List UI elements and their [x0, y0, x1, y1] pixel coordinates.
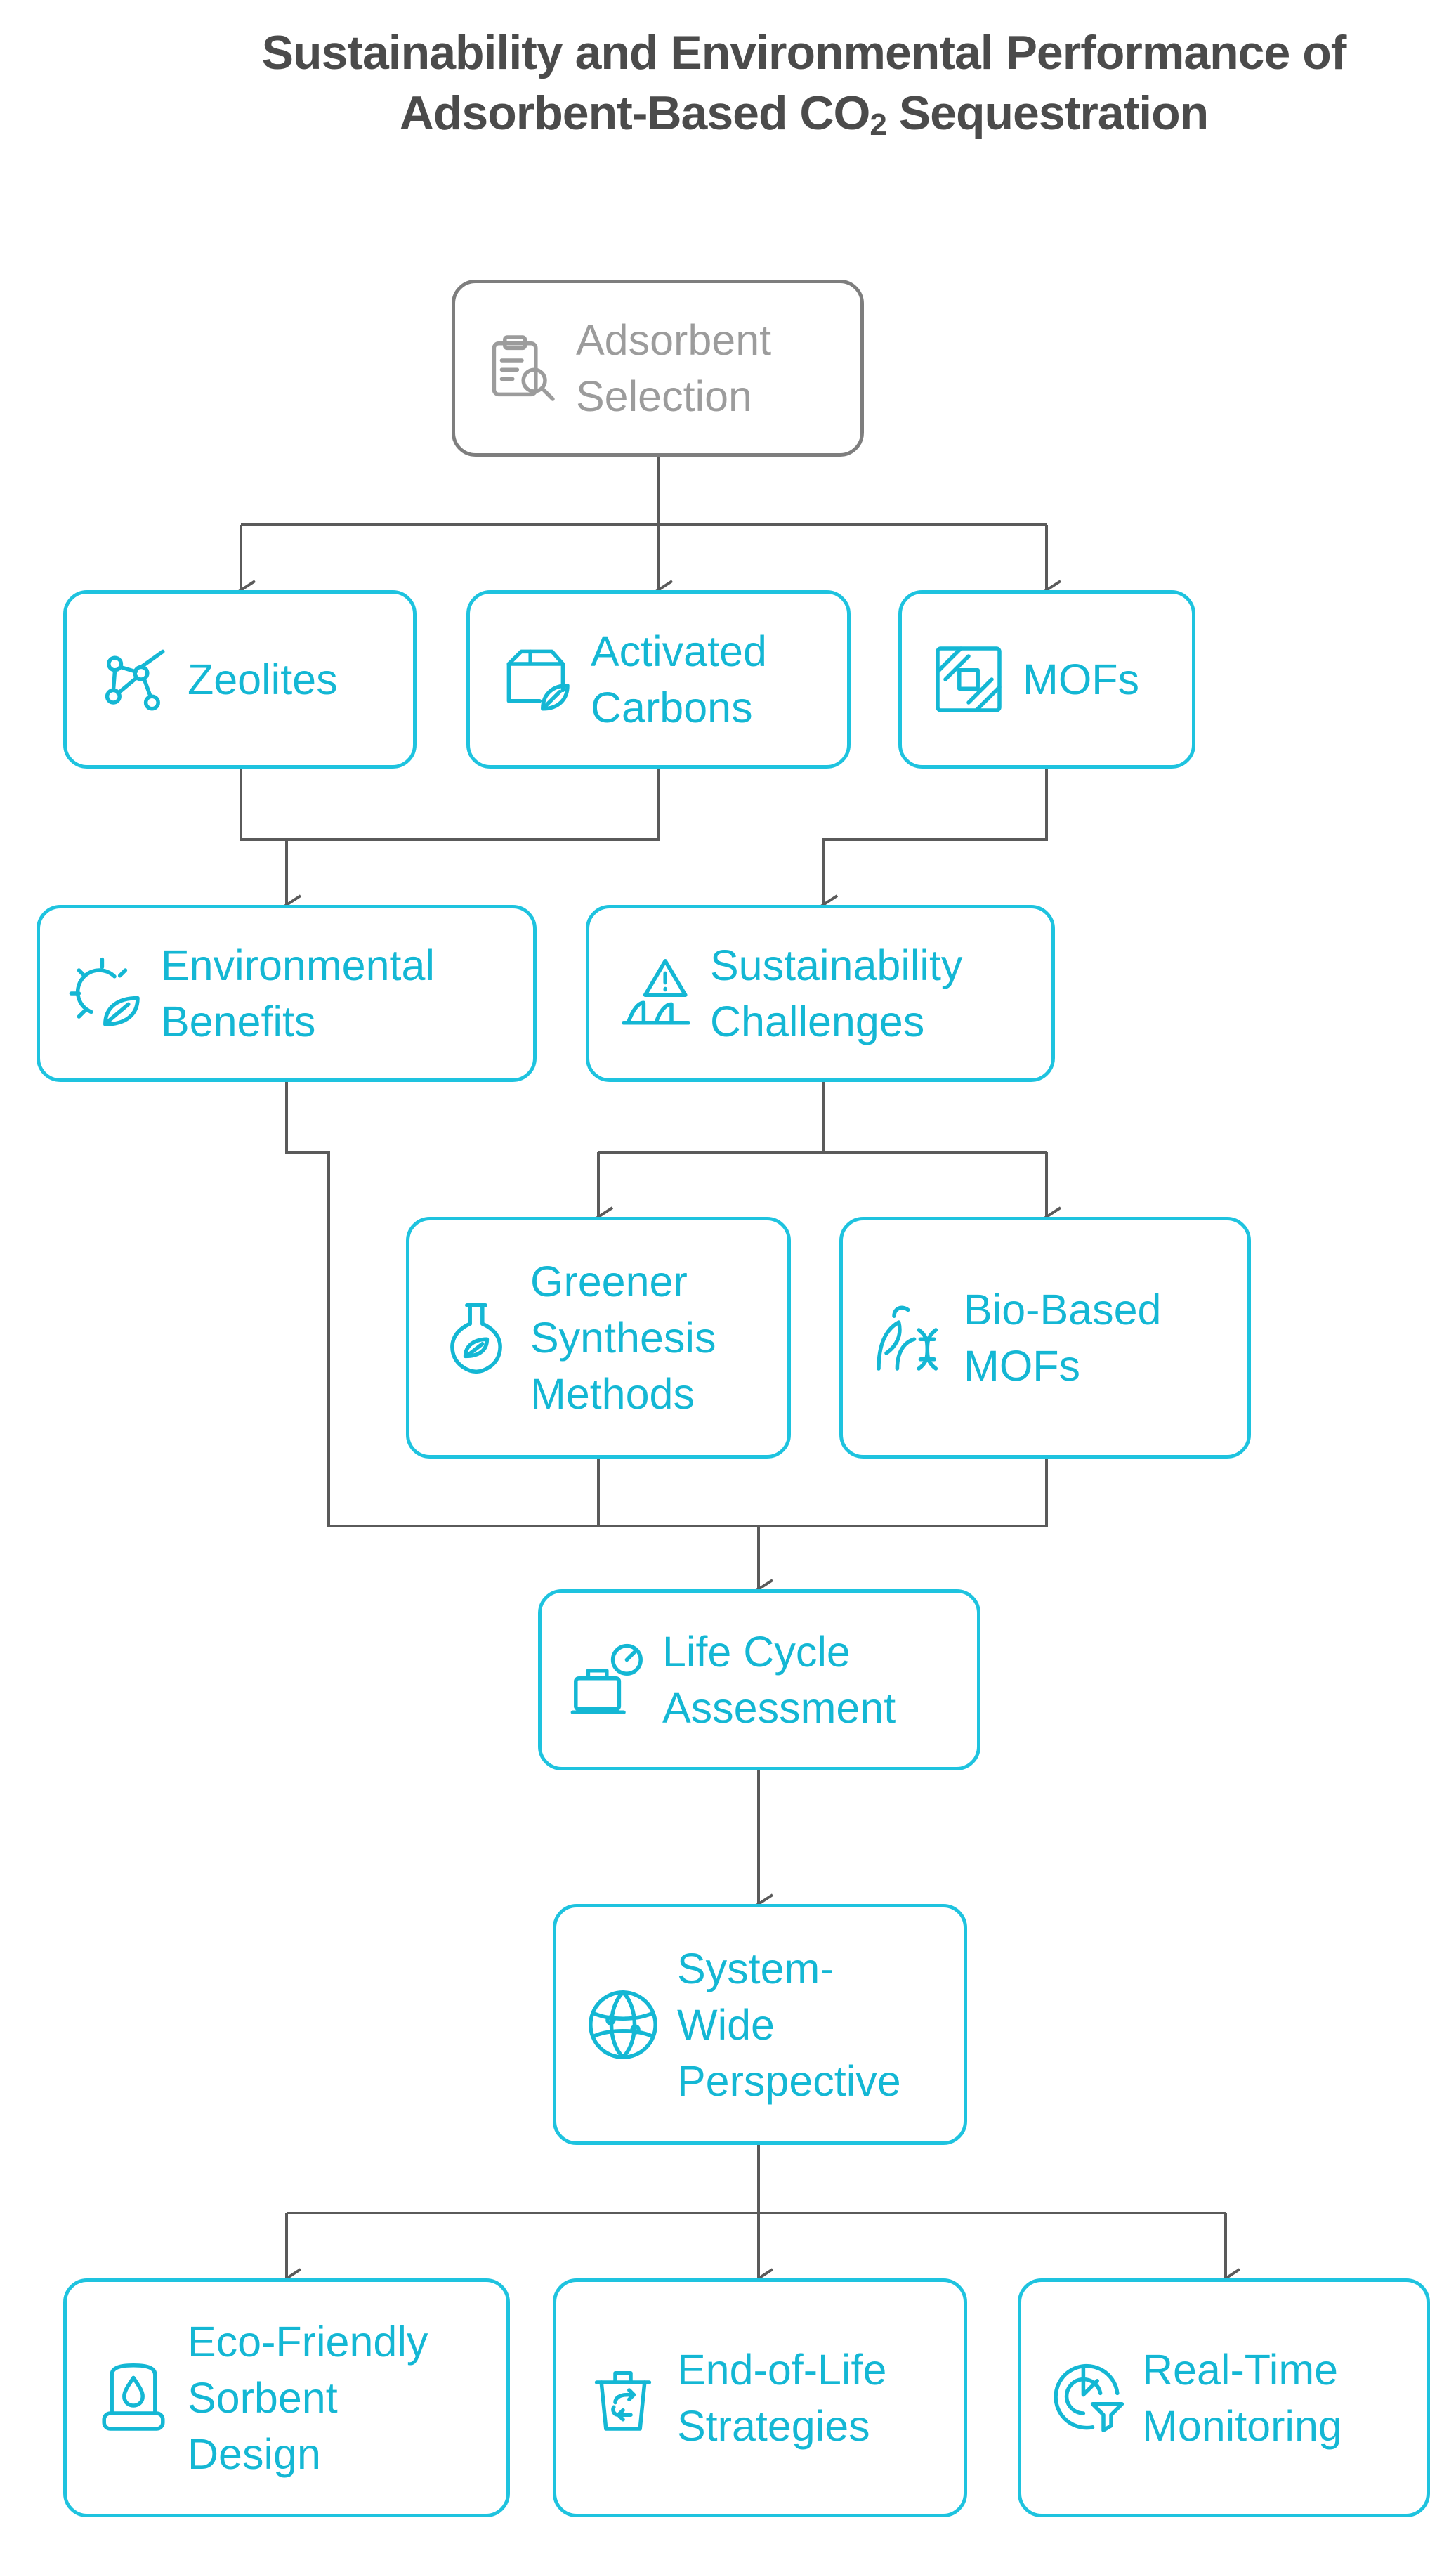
node-adsorbent-selection: Adsorbent Selection [452, 280, 864, 457]
plant-dna-icon [871, 1299, 948, 1376]
node-label: Environmental Benefits [161, 941, 435, 1045]
gauge-box-icon [570, 1641, 647, 1718]
water-drop-device-icon [95, 2359, 172, 2436]
node-label: Eco-Friendly Sorbent Design [188, 2318, 428, 2478]
title-suffix: Sequestration [886, 86, 1209, 140]
globe-network-icon [584, 1986, 662, 2063]
node-end-of-life-strategies: End-of-Life Strategies [553, 2278, 967, 2517]
title-prefix: Adsorbent-Based CO [399, 86, 871, 140]
framework-icon [930, 641, 1007, 718]
node-label: Activated Carbons [591, 627, 767, 731]
edge-root-branch [241, 457, 1047, 526]
node-label: Sustainability Challenges [710, 941, 963, 1045]
diagram-title-line-2: Adsorbent-Based CO2 Sequestration [76, 83, 1456, 155]
node-system-wide-perspective: System- Wide Perspective [553, 1904, 967, 2145]
box-leaf-icon [498, 641, 575, 718]
node-eco-friendly-sorbent-design: Eco-Friendly Sorbent Design [63, 2278, 510, 2517]
clipboard-search-icon [483, 330, 560, 407]
warning-hills-icon [617, 955, 695, 1032]
node-label: Bio-Based MOFs [964, 1286, 1162, 1390]
node-activated-carbons: Activated Carbons [466, 590, 851, 769]
node-real-time-monitoring: Real-Time Monitoring [1018, 2278, 1430, 2517]
node-greener-synthesis: Greener Synthesis Methods [406, 1217, 791, 1459]
node-life-cycle-assessment: Life Cycle Assessment [538, 1589, 980, 1770]
radar-funnel-icon [1049, 2359, 1127, 2436]
molecule-network-icon [95, 641, 172, 718]
node-label: Zeolites [188, 655, 338, 703]
node-label: MOFs [1023, 655, 1140, 703]
node-label: Greener Synthesis Methods [530, 1258, 716, 1418]
node-label: Adsorbent Selection [576, 316, 772, 420]
node-environmental-benefits: Environmental Benefits [37, 905, 537, 1082]
diagram-title-line-1: Sustainability and Environmental Perform… [261, 26, 1347, 79]
edge-system-branch [287, 2145, 1226, 2214]
node-label: System- Wide Perspective [677, 1944, 901, 2105]
edge-sust-branch [598, 1082, 1047, 1154]
edge-zeo-carb-merge [240, 769, 660, 841]
sun-leaf-icon [68, 955, 145, 1032]
edge-env-down [285, 1082, 1048, 1527]
node-label: End-of-Life Strategies [677, 2346, 887, 2450]
recycle-bin-icon [584, 2359, 662, 2436]
node-zeolites: Zeolites [63, 590, 417, 769]
flask-leaf-icon [438, 1299, 515, 1376]
edge-mofs-to-sust [820, 769, 1048, 915]
node-sustainability-challenges: Sustainability Challenges [586, 905, 1055, 1082]
node-mofs: MOFs [898, 590, 1195, 769]
node-label: Life Cycle Assessment [662, 1628, 896, 1732]
title-subscript: 2 [870, 107, 887, 142]
node-label: Real-Time Monitoring [1142, 2346, 1342, 2450]
node-bio-based-mofs: Bio-Based MOFs [839, 1217, 1251, 1459]
